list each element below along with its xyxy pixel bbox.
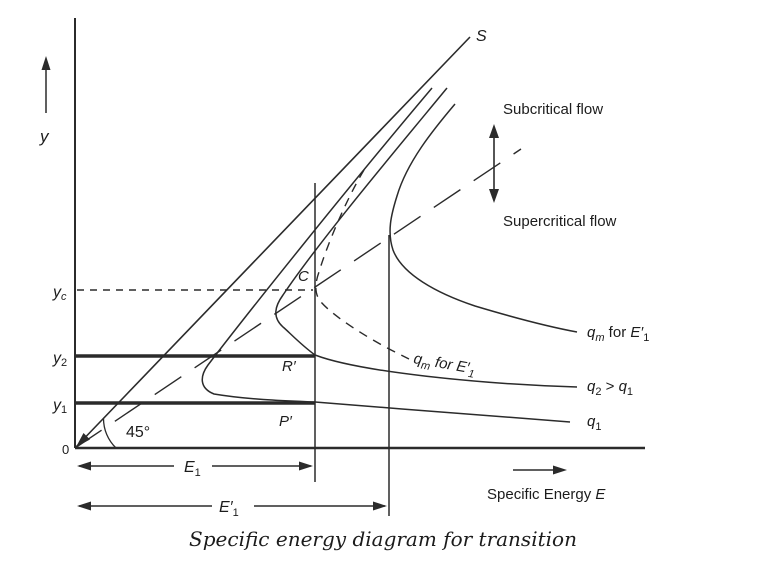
flow-region-down-arrow-icon [489, 189, 499, 203]
point-c-label: C [298, 268, 309, 285]
q2-curve-label: q2 > q1 [587, 378, 633, 398]
y-axis-label: y [39, 127, 50, 146]
e1-prime-left-arrow-icon [77, 501, 91, 511]
point-r-prime-label: R′ [282, 358, 297, 375]
y2-label: y2 [52, 350, 67, 369]
qm-for-e1-prime-curve-label: qm for E′1 [587, 324, 649, 344]
s-line-label: S [476, 28, 487, 45]
qm-for-e1-prime-curve [389, 103, 578, 333]
q2-curve [275, 87, 578, 388]
x-direction-right-arrow-icon [553, 465, 567, 475]
y1-label: y1 [52, 397, 67, 416]
flow-region-up-arrow-icon [489, 124, 499, 138]
e1-prime-right-arrow-icon [373, 501, 387, 511]
s-line-origin-arrow-icon [76, 433, 90, 447]
x-axis-label: Specific Energy E [487, 486, 606, 503]
angle-arc [102, 418, 117, 449]
figure-caption: Specific energy diagram for transition [189, 527, 577, 551]
e1-prime-dimension-label: E′1 [219, 499, 239, 519]
angle-label: 45° [126, 424, 150, 441]
supercritical-flow-label: Supercritical flow [503, 213, 617, 230]
subcritical-flow-label: Subcritical flow [503, 101, 603, 118]
e1-left-arrow-icon [77, 461, 91, 471]
qm-for-e1-dashed-curve [315, 169, 410, 360]
point-p-prime-label: P′ [279, 413, 293, 430]
critical-locus-dashed-line [74, 148, 522, 449]
qm-for-e1-inline-label: qm for E′1 [412, 350, 477, 381]
yc-label: yc [52, 284, 67, 303]
q1-curve [201, 87, 571, 423]
e1-right-arrow-icon [299, 461, 313, 471]
origin-label: 0 [62, 442, 69, 457]
e1-dimension-label: E1 [184, 459, 201, 479]
q1-curve-label: q1 [587, 413, 601, 433]
y-axis-up-arrow-icon [41, 56, 51, 70]
s-line-45deg [74, 36, 471, 449]
